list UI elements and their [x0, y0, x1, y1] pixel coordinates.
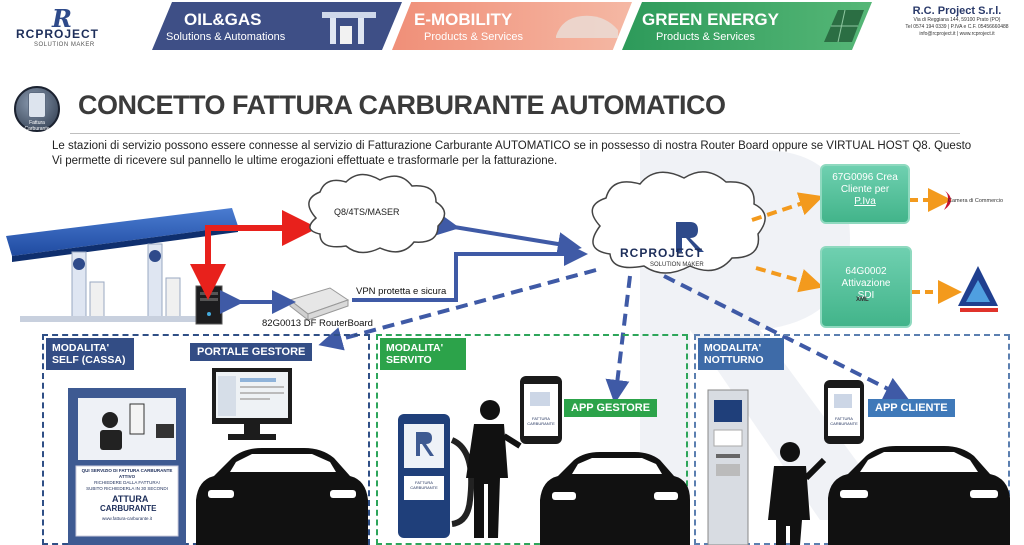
- kiosk-headline: QUI SERVIZIO DI FATTURA CARBURANTE ATTIV…: [81, 468, 173, 479]
- phone-screen-label: FATTURA CARBURANTE: [830, 416, 858, 426]
- orange-arrow-to-crea-cliente: [751, 192, 824, 222]
- arrow-to-app-cliente: [663, 274, 909, 400]
- kiosk-brand-bottom: CARBURANTE: [100, 504, 157, 513]
- logo-mark: R: [52, 4, 72, 33]
- band-title: E-MOBILITY: [414, 10, 513, 29]
- title-divider: [70, 133, 960, 134]
- smartphone-icon: [520, 376, 562, 444]
- blue-arrow-clouds: [434, 212, 582, 256]
- page-title: CONCETTO FATTURA CARBURANTE AUTOMATICO: [78, 90, 726, 120]
- kiosk-site[interactable]: www.fattura-carburante.it: [101, 516, 153, 521]
- vpn-label: VPN protetta e sicura: [356, 286, 447, 297]
- car-icon: [540, 452, 690, 545]
- kiosk-line: SUBITO RICHIEDERLA IN 30 SECONDI: [86, 486, 168, 491]
- cloud-main-wordmark: RCPROJECT: [620, 246, 704, 260]
- company-contacts: Tel 0574 194 0339 | P.IVA e C.F. 0545666…: [905, 24, 1009, 30]
- company-address: Via di Reggiana 144, 59100 Prato (PO): [913, 17, 1001, 23]
- rcproject-logo: R RCPROJECT SOLUTION MAKER: [0, 0, 148, 54]
- band-green-energy[interactable]: GREEN ENERGY Products & Services: [622, 2, 872, 50]
- logo-wordmark: RCPROJECT: [16, 27, 100, 41]
- band-subtitle: Solutions & Automations: [166, 31, 286, 43]
- kiosk-line: RICHIEDERE DALLA FATTURA!: [94, 480, 160, 485]
- cloud-main-tagline: SOLUTION MAKER: [650, 262, 704, 268]
- company-name: R.C. Project S.r.l.: [912, 5, 1002, 17]
- self-service-totem-icon: [707, 389, 749, 545]
- self-kiosk-icon: [68, 388, 186, 545]
- app-cliente-pill[interactable]: APP CLIENTE: [868, 399, 955, 417]
- car-icon: [196, 448, 368, 545]
- band-e-mobility[interactable]: E-MOBILITY Products & Services: [392, 2, 632, 50]
- cloud-q8-icon: [308, 173, 446, 254]
- mode-notturno-label: MODALITA' NOTTURNO: [698, 338, 784, 370]
- box-line: SDI: [857, 290, 875, 301]
- fuel-pump-totem-icon: [398, 414, 475, 538]
- crea-cliente-box: 67G0096 Crea Cliente per P.Iva: [820, 164, 910, 224]
- box-line: Cliente per: [840, 184, 890, 195]
- person-icon: [466, 400, 522, 538]
- solar-panel-icon: [824, 9, 864, 43]
- company-info: R.C. Project S.r.l. Via di Reggiana 144,…: [894, 5, 1020, 38]
- router-label: 82G0013 DF RouterBoard: [262, 318, 373, 329]
- badge-label: Fattura Carburante: [24, 120, 50, 132]
- mode-self-label: MODALITA' SELF (CASSA): [46, 338, 134, 370]
- camera-label: Camera di Commercio: [948, 198, 1004, 204]
- orange-arrow-to-sdi: [755, 266, 824, 293]
- mode-label-line: SELF (CASSA): [52, 354, 126, 366]
- company-web[interactable]: info@rcproject.it | www.rcproject.it: [919, 31, 995, 37]
- band-oil-gas[interactable]: OIL&GAS Solutions & Automations: [152, 2, 402, 50]
- gas-station-icon: [322, 12, 376, 44]
- car-icon: [828, 446, 1010, 545]
- cloud-left-label: Q8/4TS/MASER: [334, 207, 400, 217]
- camera-di-commercio-logo: [944, 190, 951, 210]
- attivazione-sdi-box: 64G0002 Attivazione SDI: [820, 246, 912, 328]
- intro-text: Le stazioni di servizio possono essere c…: [52, 140, 972, 167]
- box-line: P.Iva: [854, 196, 876, 207]
- phone-icon: [28, 92, 46, 118]
- person-icon: [768, 442, 827, 545]
- arrow-to-portale: [318, 268, 597, 351]
- monitor-icon: [212, 368, 292, 440]
- rcproject-cloud-mark: [676, 222, 704, 252]
- band-title: OIL&GAS: [184, 10, 262, 29]
- agenzia-entrate-logo: [958, 266, 998, 312]
- box-line: 64G0002: [845, 266, 887, 277]
- box-line: 67G0096 Crea: [832, 172, 898, 183]
- car-icon: [556, 15, 618, 38]
- mode-servito-label: MODALITA' SERVITO: [380, 338, 466, 370]
- band-subtitle: Products & Services: [656, 31, 756, 43]
- kiosk-poster: QUI SERVIZIO DI FATTURA CARBURANTE ATTIV…: [78, 468, 176, 521]
- band-subtitle: Products & Services: [424, 31, 524, 43]
- logo-tagline: SOLUTION MAKER: [34, 42, 95, 48]
- kiosk-brand-top: ATTURA: [112, 494, 149, 504]
- phone-screen-label: FATTURA CARBURANTE: [527, 416, 555, 426]
- mode-label-line: MODALITA': [52, 342, 110, 354]
- app-gestore-pill[interactable]: APP GESTORE: [564, 399, 658, 417]
- totem-screen-label: FATTURA CARBURANTE: [410, 480, 438, 490]
- portale-gestore-pill[interactable]: PORTALE GESTORE: [190, 343, 313, 361]
- band-title: GREEN ENERGY: [642, 10, 779, 29]
- router-board-icon: [288, 287, 350, 322]
- mode-label-line: SERVITO: [386, 354, 432, 366]
- mode-servito-frame: [376, 334, 688, 545]
- gas-station-illustration: [6, 208, 238, 322]
- smartphone-icon: [824, 380, 864, 444]
- mode-label-line: NOTTURNO: [704, 354, 764, 366]
- xml-tag: XML: [856, 297, 869, 303]
- mode-label-line: MODALITA': [704, 342, 762, 354]
- mode-label-line: MODALITA': [386, 342, 444, 354]
- box-line: Attivazione: [841, 278, 891, 289]
